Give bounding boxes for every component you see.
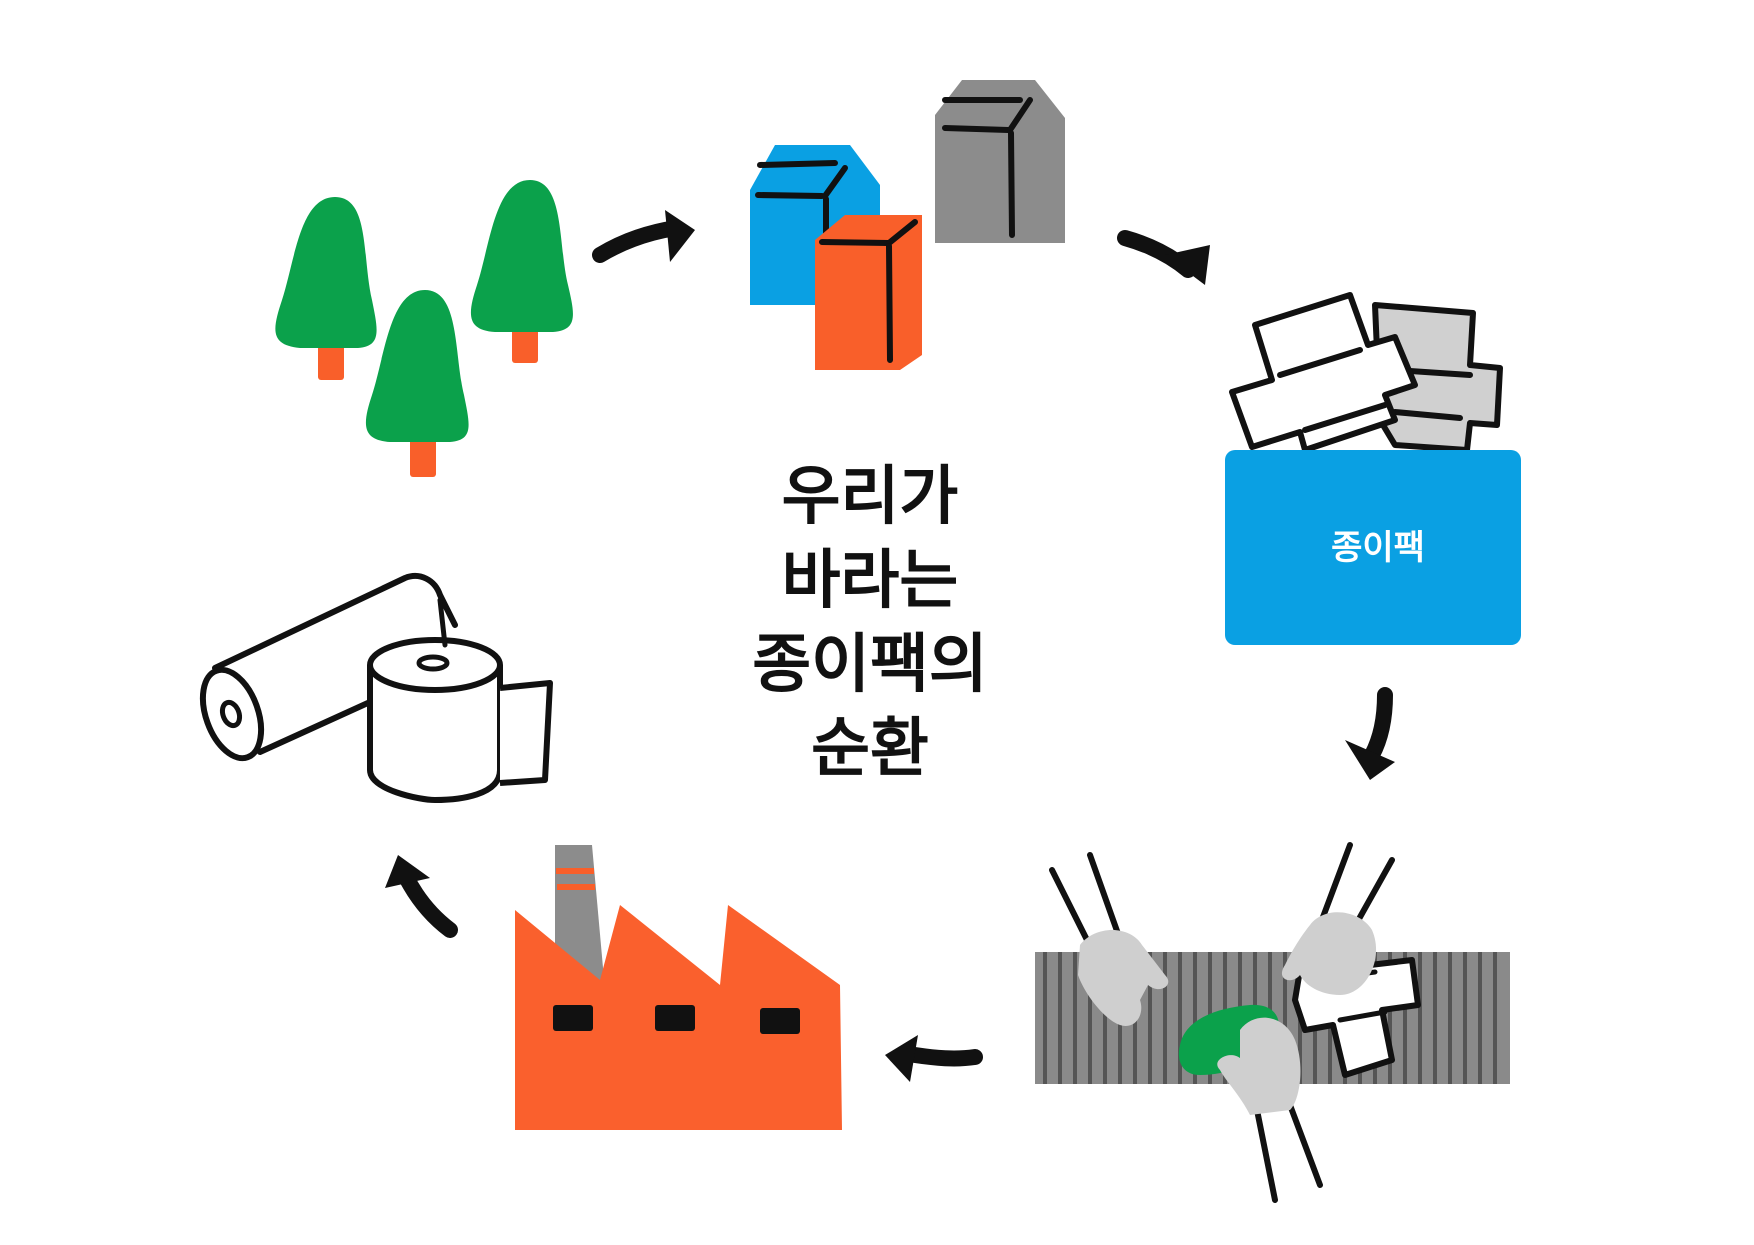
cartons-group xyxy=(750,80,1065,370)
sorting-group xyxy=(1035,842,1510,1203)
title-line: 바라는 xyxy=(781,544,959,618)
tree-icon xyxy=(470,180,573,363)
glove-hand-icon xyxy=(1217,1017,1323,1203)
factory-icon xyxy=(515,845,842,1130)
cycle-arrow-icon xyxy=(885,1035,983,1082)
cycle-arrow-icon xyxy=(1117,230,1210,285)
paper-roll-icon xyxy=(199,573,458,762)
cycle-arrows-group xyxy=(385,210,1395,1082)
diagram-title: 우리가 바라는 종이팩의 순환 xyxy=(700,455,1040,791)
title-line: 종이팩의 xyxy=(752,628,988,702)
cycle-arrow-icon xyxy=(1345,687,1395,780)
cycle-arrow-icon xyxy=(385,855,458,938)
recycling-bin-label: 종이팩 xyxy=(1331,528,1425,568)
tree-icon xyxy=(275,197,377,380)
trees-group xyxy=(275,180,573,477)
title-line: 순환 xyxy=(811,712,929,786)
toilet-paper-icon xyxy=(367,597,553,803)
milk-carton-icon xyxy=(815,215,922,370)
recycling-bin-group xyxy=(1225,292,1521,645)
cycle-arrow-icon xyxy=(592,210,695,263)
flattened-carton-icon xyxy=(1229,292,1418,453)
tree-icon xyxy=(365,290,469,477)
glove-hand-icon xyxy=(1049,852,1169,1026)
glove-hand-icon xyxy=(1281,842,1395,995)
milk-carton-icon xyxy=(935,80,1065,243)
paper-products-group xyxy=(199,573,553,803)
recycling-bin-icon xyxy=(1225,450,1521,645)
title-line: 우리가 xyxy=(781,460,959,534)
